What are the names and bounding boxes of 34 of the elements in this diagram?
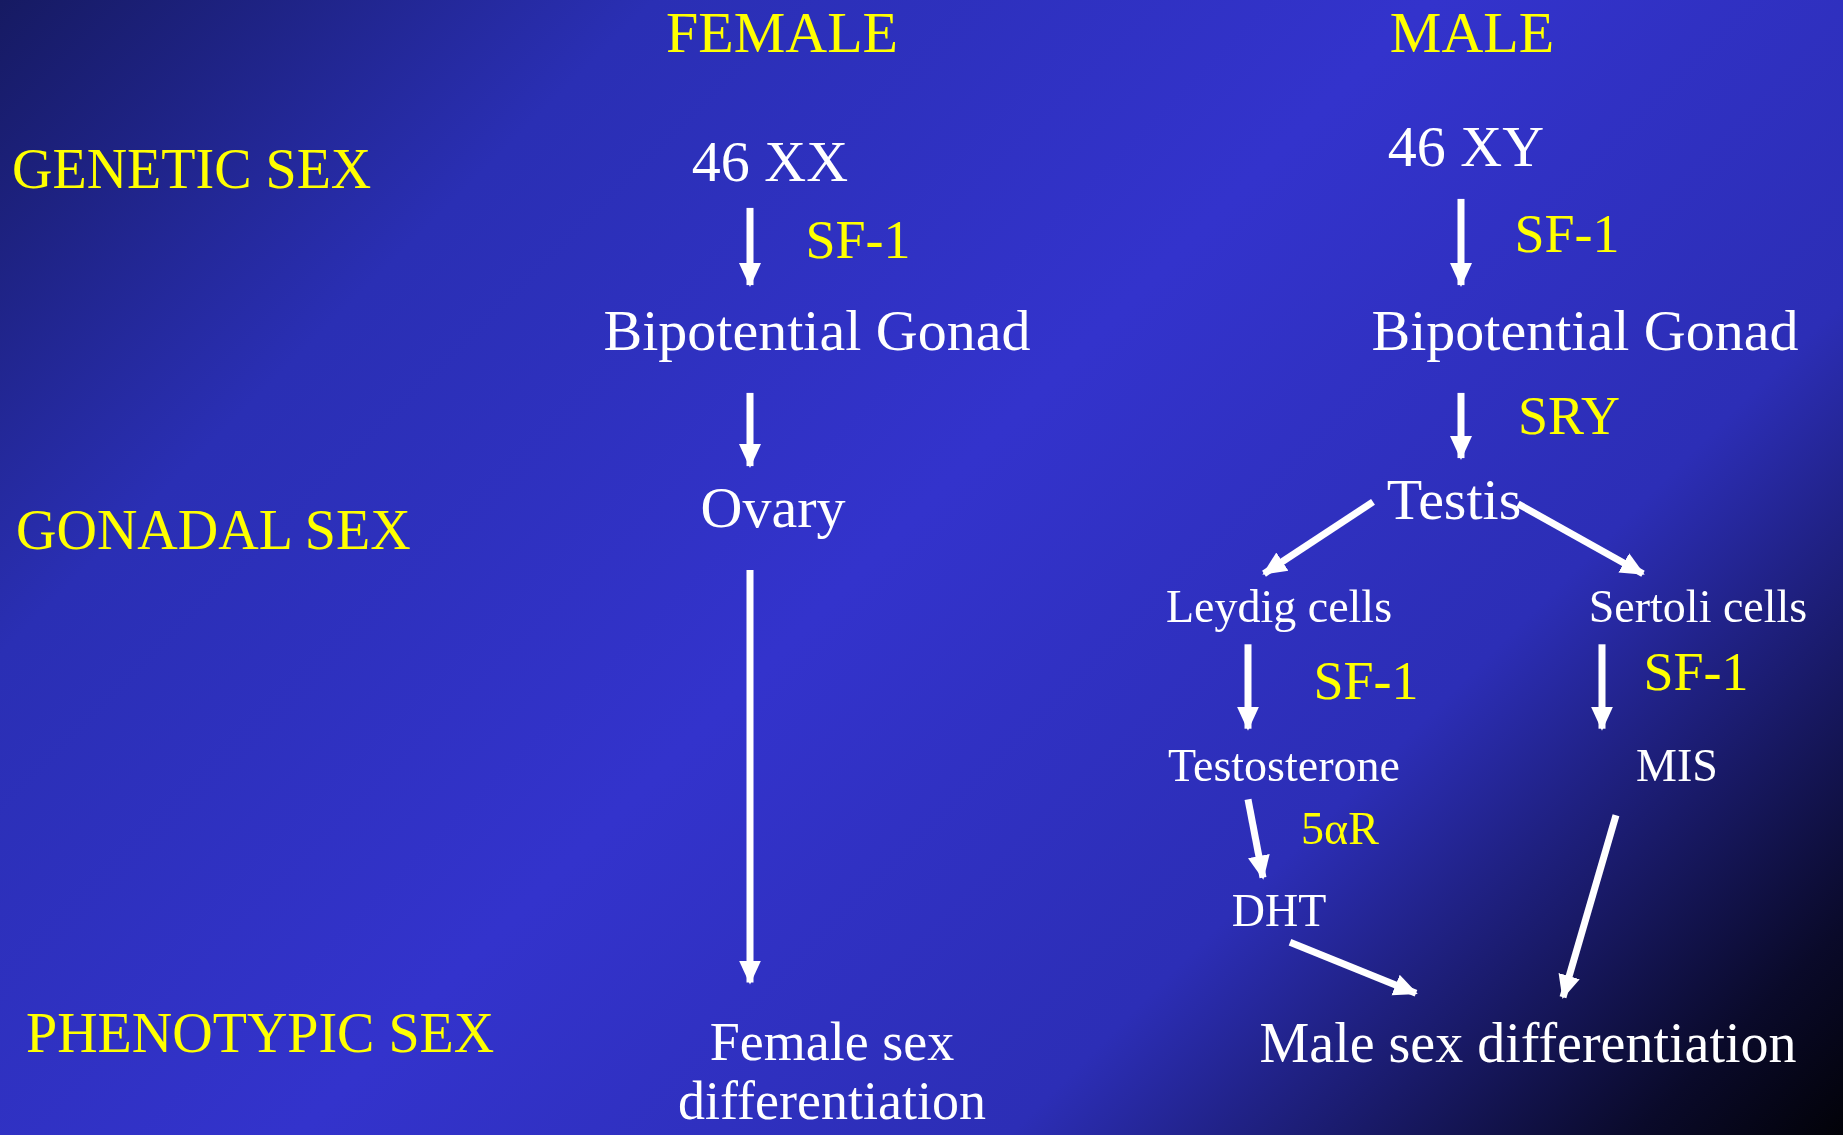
arrow [739, 207, 761, 288]
node-text: Female sex differentiation [677, 1012, 987, 1132]
node-text: Sertoli cells [1588, 581, 1808, 633]
node-text: Bipotential Gonad [603, 299, 1031, 363]
arrow [739, 569, 761, 985]
heading-label: GONADAL SEX [16, 500, 411, 562]
arrow [1244, 798, 1270, 880]
node-text: 46 XX [691, 130, 849, 194]
node-text: DHT [1231, 885, 1327, 937]
heading-label: PHENOTYPIC SEX [26, 1003, 495, 1065]
node-text: Bipotential Gonad [1371, 299, 1799, 363]
arrow [1450, 198, 1472, 288]
node-text: 46 XY [1387, 115, 1545, 179]
edge-label: SF-1 [1313, 652, 1419, 712]
node-text: Testosterone [1168, 740, 1400, 792]
heading-label: FEMALE [666, 1, 898, 65]
node-text: Male sex differentiation [1259, 1013, 1797, 1075]
node-text: Leydig cells [1165, 581, 1393, 633]
arrow [1262, 498, 1375, 577]
arrow [1516, 500, 1645, 577]
arrow [1558, 814, 1620, 1000]
edge-label: SF-1 [805, 211, 911, 271]
node-text: Testis [1386, 468, 1522, 532]
edge-label: SF-1 [1643, 643, 1749, 703]
heading-label: GENETIC SEX [12, 139, 372, 201]
arrow [1450, 392, 1472, 461]
edge-label: 5αR [1301, 803, 1379, 855]
edge-label: SRY [1517, 387, 1621, 447]
node-text: Ovary [700, 476, 846, 540]
arrow [1288, 939, 1418, 997]
heading-label: MALE [1389, 1, 1555, 65]
arrow [739, 392, 761, 469]
node-text: MIS [1636, 740, 1718, 792]
edge-label: SF-1 [1514, 205, 1620, 265]
